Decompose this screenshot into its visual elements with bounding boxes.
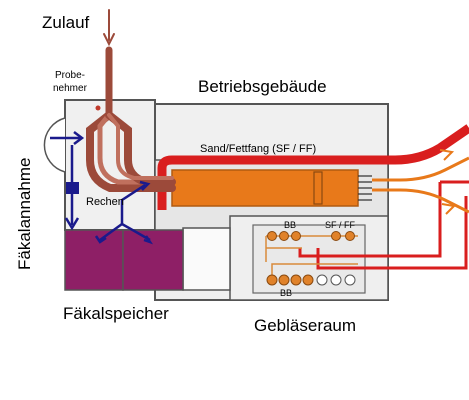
bb-upper-label: BB: [284, 220, 296, 230]
channel-left: [86, 111, 176, 192]
channel-left-inner: [97, 112, 175, 185]
blower-bb-3: [291, 231, 301, 241]
storage-arrow-right: [143, 235, 154, 245]
storage-tank-2: [122, 229, 184, 291]
storage-to-screen: [120, 183, 146, 224]
inlet-arrow: [103, 33, 115, 47]
sand-grease-trap: [171, 149, 469, 215]
outlet-arrow-top: [439, 149, 455, 161]
intake-down-head: [64, 217, 80, 231]
intake-pump: [66, 182, 79, 194]
side-room: [182, 227, 231, 291]
trap-body: [171, 169, 359, 207]
screen-label: Rechen: [86, 196, 124, 208]
channel-right: [105, 111, 176, 186]
inlet-channels: [86, 9, 176, 192]
blower-bb-lower-1: [266, 274, 278, 286]
building-label: Betriebsgebäude: [198, 77, 327, 96]
storage-tank-1: [64, 229, 124, 291]
trap-label: Sand/Fettfang (SF / FF): [200, 143, 316, 155]
trap-outlets: [358, 175, 372, 201]
bb-lower-label: BB: [280, 288, 292, 298]
blower-bb-lower-4: [302, 274, 314, 286]
blower-room-label: Gebläseraum: [254, 316, 356, 335]
sampler-label-line1: Probe-: [55, 70, 85, 81]
blower-sf-2: [345, 231, 355, 241]
storage-arrow-left: [94, 235, 107, 244]
fecal-intake-label: Fäkalannahme: [15, 158, 34, 270]
storage-to-screen-head: [139, 180, 151, 191]
blower-bb-1: [267, 231, 277, 241]
outlet-pipe-top: [372, 156, 469, 182]
trap-weir: [313, 171, 323, 205]
blower-spare-2: [330, 274, 342, 286]
blower-bb-2: [279, 231, 289, 241]
main-air-pipe: [157, 124, 469, 210]
outlet-arrow-bottom: [441, 203, 457, 215]
fecal-intake-hatch: [43, 117, 66, 173]
inlet-label: Zulauf: [42, 13, 90, 32]
sampler-point: [95, 105, 101, 111]
outlet-pipe-bottom: [372, 188, 469, 214]
air-line-mid: [298, 182, 442, 258]
blower-sf-1: [331, 231, 341, 241]
fecal-flow-arrows: [50, 131, 154, 245]
blowers: [265, 231, 358, 286]
sampler-label-line2: nehmer: [53, 83, 88, 94]
intake-arrow-head: [73, 131, 85, 145]
sf-ff-label: SF / FF: [325, 220, 355, 230]
fecal-storage-label: Fäkalspeicher: [63, 304, 169, 323]
fecal-storage-tanks: [64, 229, 184, 291]
blower-bb-lower-2: [278, 274, 290, 286]
blower-bb-lower-3: [290, 274, 302, 286]
air-line-lower: [316, 196, 468, 270]
blower-spare-1: [316, 274, 328, 286]
blower-spare-3: [344, 274, 356, 286]
intake-room: [64, 99, 156, 231]
channel-right-inner: [107, 113, 174, 180]
air-pipes: [157, 124, 469, 270]
